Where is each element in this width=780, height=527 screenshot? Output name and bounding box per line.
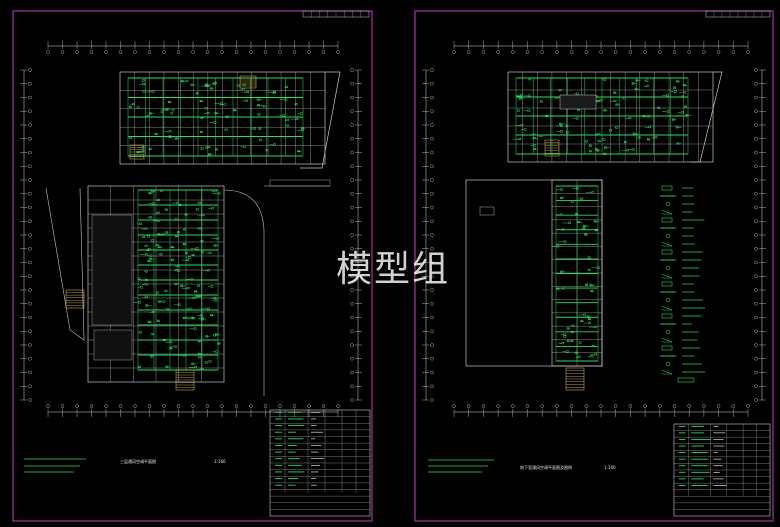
sheet-header-strip [302, 10, 370, 18]
title-block-table [673, 423, 771, 517]
duct-network [133, 189, 221, 371]
axis-grid-row [46, 404, 340, 417]
building-walls [507, 71, 714, 163]
equipment-room [91, 214, 133, 326]
axis-grid-col [422, 68, 434, 402]
scale-label-left: 1:160 [214, 459, 226, 464]
stair [175, 369, 195, 391]
boundary-wedge [45, 187, 85, 341]
axis-grid-col [20, 68, 32, 402]
legend-symbols [660, 185, 706, 375]
note-box [479, 206, 495, 216]
stair [565, 367, 585, 391]
title-block-table [269, 409, 371, 517]
equipment-room [93, 329, 133, 361]
stair [129, 144, 145, 160]
legend-heading [677, 377, 695, 383]
duct-network [512, 77, 692, 155]
sheet-frame-left [12, 10, 373, 522]
drawing-title-left: 三层通风空调平面图 [120, 459, 156, 464]
drawing-title-right: 地下室通风空调平面图及图例 [520, 465, 572, 470]
sheet-frame-right [414, 10, 774, 522]
axis-grid-col [350, 68, 362, 402]
axis-grid-row [452, 41, 750, 54]
duct-network [552, 185, 600, 362]
shaft [559, 94, 597, 110]
sheet-header-strip [705, 10, 771, 18]
sheet-left [12, 10, 373, 522]
stair [65, 289, 85, 309]
axis-grid-col [754, 68, 766, 402]
scale-label-right: 1:160 [604, 465, 616, 470]
axis-grid-row [46, 41, 340, 54]
axis-grid-row [452, 404, 750, 417]
stair [544, 139, 560, 157]
sheet-right [414, 10, 774, 522]
duct-network [127, 77, 306, 157]
building-walls [119, 71, 326, 165]
curved-road [223, 189, 265, 396]
stair [239, 75, 257, 89]
